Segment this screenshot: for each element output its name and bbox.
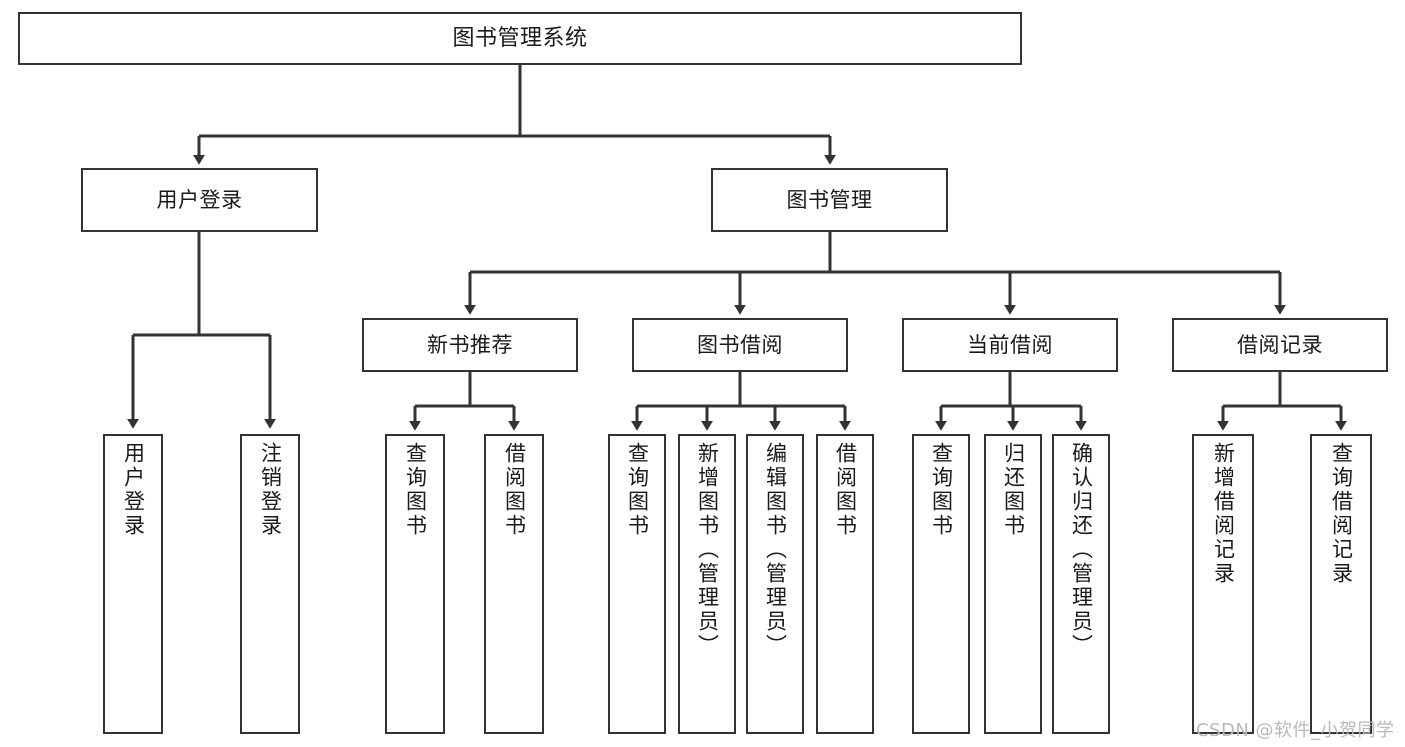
- node-user-login[interactable]: 用户登录: [81, 168, 318, 232]
- leaf-query-borrow-record-label: 查询借阅记录: [1329, 442, 1354, 586]
- node-new-book-recommend[interactable]: 新书推荐: [362, 318, 578, 372]
- leaf-query-borrow-record[interactable]: 查询借阅记录: [1310, 434, 1372, 734]
- leaf-user-login[interactable]: 用户登录: [103, 434, 163, 734]
- node-book-borrow[interactable]: 图书借阅: [632, 318, 848, 372]
- leaf-confirm-return-admin-label: 确认归还（管理员）: [1069, 442, 1094, 658]
- leaf-add-borrow-record[interactable]: 新增借阅记录: [1192, 434, 1254, 734]
- leaf-return-book-label: 归还图书: [1001, 442, 1026, 538]
- node-borrow-record[interactable]: 借阅记录: [1172, 318, 1388, 372]
- node-book-borrow-label: 图书借阅: [697, 332, 783, 357]
- node-book-management[interactable]: 图书管理: [711, 168, 948, 232]
- csdn-watermark: CSDN @软件_小贺同学: [1196, 720, 1395, 741]
- leaf-borrow-book-label: 借阅图书: [833, 442, 858, 538]
- leaf-query-book-newbook-label: 查询图书: [403, 442, 428, 538]
- leaf-borrow-book[interactable]: 借阅图书: [816, 434, 874, 734]
- node-root[interactable]: 图书管理系统: [18, 12, 1022, 65]
- leaf-add-book-admin[interactable]: 新增图书（管理员）: [678, 434, 736, 734]
- leaf-return-book[interactable]: 归还图书: [984, 434, 1042, 734]
- leaf-query-book-current[interactable]: 查询图书: [912, 434, 970, 734]
- leaf-logout[interactable]: 注销登录: [240, 434, 300, 734]
- leaf-borrow-book-newbook-label: 借阅图书: [502, 442, 527, 538]
- node-book-management-label: 图书管理: [786, 187, 873, 212]
- leaf-logout-label: 注销登录: [258, 442, 283, 538]
- leaf-add-borrow-record-label: 新增借阅记录: [1211, 442, 1236, 586]
- leaf-add-book-admin-label: 新增图书（管理员）: [695, 442, 720, 658]
- leaf-user-login-label: 用户登录: [121, 442, 146, 538]
- leaf-edit-book-admin[interactable]: 编辑图书（管理员）: [746, 434, 804, 734]
- leaf-query-book-current-label: 查询图书: [929, 442, 954, 538]
- leaf-query-book-borrow[interactable]: 查询图书: [608, 434, 666, 734]
- node-new-book-recommend-label: 新书推荐: [427, 332, 513, 357]
- node-user-login-label: 用户登录: [156, 187, 243, 212]
- leaf-borrow-book-newbook[interactable]: 借阅图书: [484, 434, 544, 734]
- leaf-confirm-return-admin[interactable]: 确认归还（管理员）: [1052, 434, 1110, 734]
- node-borrow-record-label: 借阅记录: [1237, 332, 1323, 357]
- node-current-borrow-label: 当前借阅: [967, 332, 1053, 357]
- leaf-query-book-newbook[interactable]: 查询图书: [385, 434, 445, 734]
- node-root-label: 图书管理系统: [452, 25, 588, 51]
- leaf-query-book-borrow-label: 查询图书: [625, 442, 650, 538]
- leaf-edit-book-admin-label: 编辑图书（管理员）: [763, 442, 788, 658]
- node-current-borrow[interactable]: 当前借阅: [902, 318, 1118, 372]
